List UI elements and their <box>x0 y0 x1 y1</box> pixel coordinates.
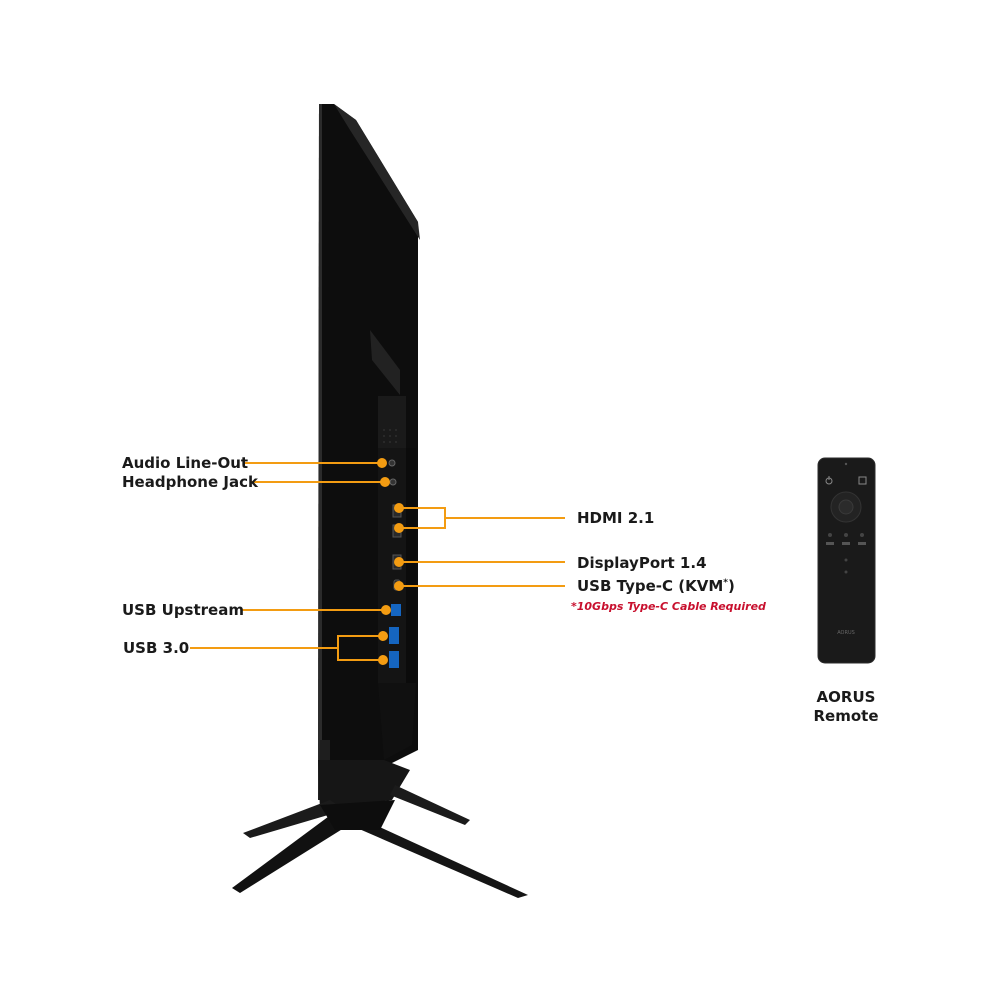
label-usb-type-c-text: USB Type-C (KVM <box>577 577 724 595</box>
remote-buttons-icon <box>826 533 866 574</box>
port-usb-upstream <box>391 604 401 616</box>
dpad-center-icon <box>838 499 854 515</box>
power-icon <box>825 476 833 485</box>
remote-caption-line1: AORUS <box>816 688 876 706</box>
aorus-remote: AORUS <box>817 457 876 664</box>
label-displayport: DisplayPort 1.4 <box>577 554 707 572</box>
callout-dot-usb-upstream <box>381 605 391 615</box>
label-usb-type-c-close: ) <box>727 577 735 595</box>
label-hdmi: HDMI 2.1 <box>577 509 655 527</box>
remote-caption: AORUS Remote <box>786 688 906 726</box>
label-audio-line-out: Audio Line-Out <box>122 454 249 472</box>
port-usb3-2 <box>389 651 399 668</box>
monitor-side-profile <box>318 104 420 800</box>
label-usb-upstream: USB Upstream <box>122 601 244 619</box>
label-headphone-jack: Headphone Jack <box>122 473 258 491</box>
callout-lines <box>190 462 565 661</box>
monitor-stand <box>232 760 528 898</box>
callout-dot-displayport <box>394 557 404 567</box>
label-usb-3: USB 3.0 <box>123 639 190 657</box>
remote-caption-line2: Remote <box>813 707 879 725</box>
callout-dot-hdmi-2 <box>394 523 404 533</box>
input-icon <box>858 476 867 485</box>
label-usb-type-c-note: *10Gbps Type-C Cable Required <box>571 600 766 613</box>
port-audio-line-out <box>388 459 396 467</box>
callout-dots <box>377 458 404 665</box>
callout-dot-usb-type-c <box>394 581 404 591</box>
label-usb-type-c-mark: * <box>723 578 728 588</box>
callout-line-usb3-bottom <box>337 648 383 661</box>
port-headphone-jack <box>389 478 397 486</box>
callout-dot-usb3-1 <box>378 631 388 641</box>
callout-dot-usb3-2 <box>378 655 388 665</box>
callout-dot-hdmi-1 <box>394 503 404 513</box>
label-usb-type-c: USB Type-C (KVM*) <box>577 577 735 595</box>
callout-dot-audio-line-out <box>377 458 387 468</box>
remote-led-icon <box>844 462 848 466</box>
callout-dot-headphone-jack <box>380 477 390 487</box>
callout-line-usb3-top <box>190 635 383 649</box>
remote-logo: AORUS <box>837 630 855 636</box>
port-usb3-1 <box>389 627 399 644</box>
